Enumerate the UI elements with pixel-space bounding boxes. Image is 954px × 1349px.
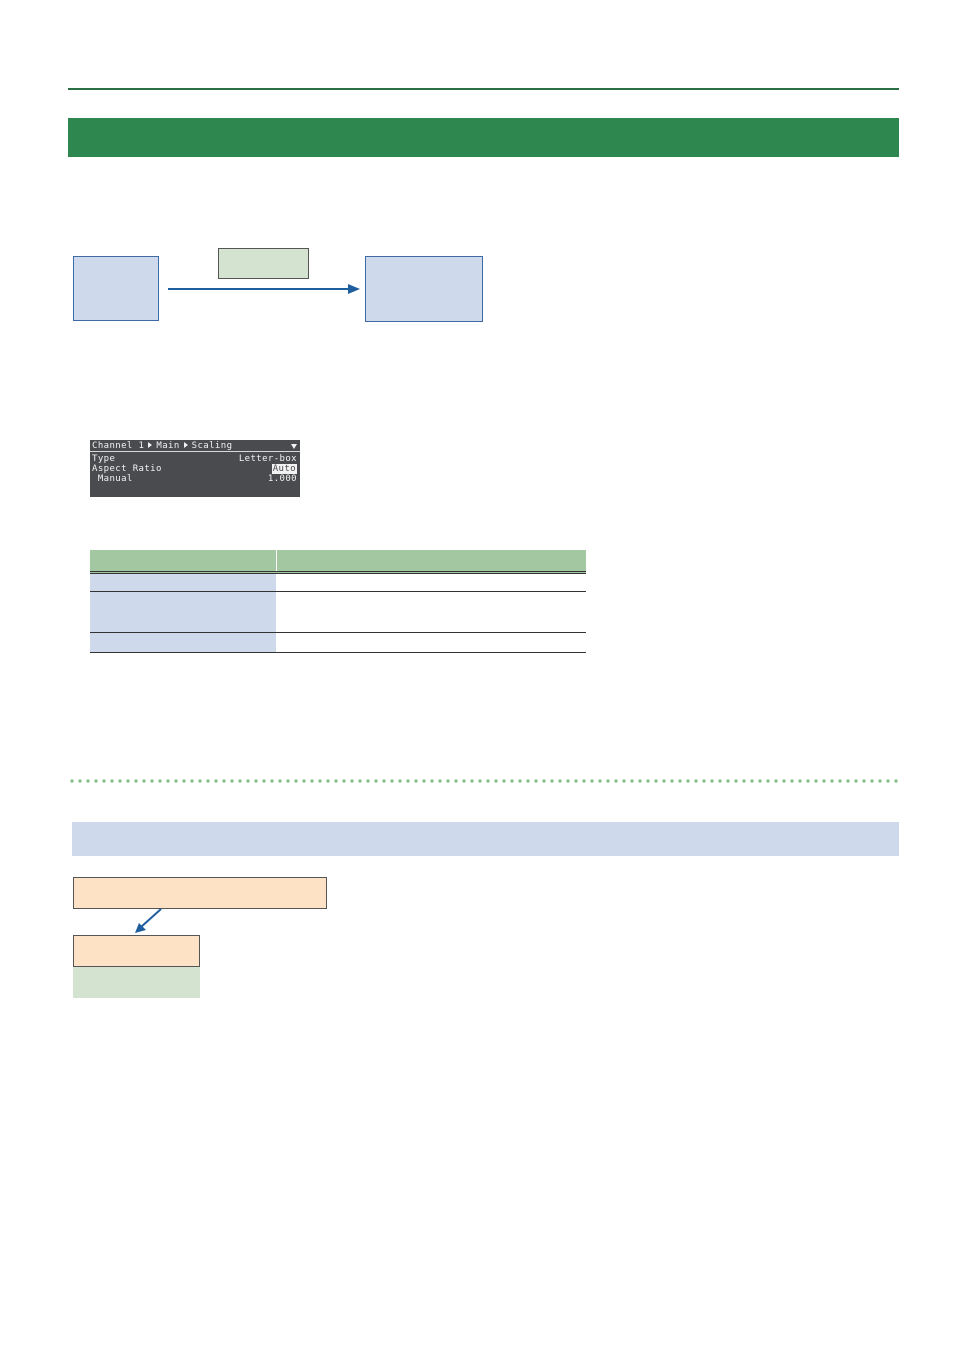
dotted-divider bbox=[68, 778, 899, 784]
lcd-row-type: Type Letter-box bbox=[92, 454, 297, 464]
top-rule bbox=[68, 88, 899, 90]
subsection-title-band bbox=[72, 822, 899, 856]
scroll-down-icon bbox=[291, 444, 297, 449]
breadcrumb-arrow-icon bbox=[148, 442, 153, 448]
flow-target-box bbox=[365, 256, 483, 322]
breadcrumb-scaling: Scaling bbox=[191, 441, 233, 451]
menu-path-box bbox=[73, 877, 327, 909]
table-row bbox=[90, 591, 586, 633]
table-cell-explanation bbox=[276, 632, 586, 653]
table-cell-explanation bbox=[276, 591, 586, 633]
flow-label-box bbox=[218, 248, 309, 279]
breadcrumb-channel: Channel 1 bbox=[92, 441, 145, 451]
table-cell-parameter bbox=[90, 572, 277, 592]
lcd-screen: Channel 1 Main Scaling Type Letter-box Asp… bbox=[90, 440, 300, 497]
lcd-breadcrumb: Channel 1 Main Scaling bbox=[92, 441, 297, 451]
table-cell-parameter bbox=[90, 632, 277, 653]
menu-value-box bbox=[73, 967, 200, 998]
section-title-banner bbox=[68, 118, 899, 157]
table-header-cell bbox=[90, 550, 277, 574]
parameter-table bbox=[90, 550, 586, 653]
flow-source-box bbox=[73, 256, 159, 321]
pointer-arrow bbox=[135, 908, 162, 933]
table-row bbox=[90, 572, 586, 592]
lcd-row-label: Aspect Ratio bbox=[92, 464, 162, 474]
flow-arrow bbox=[168, 284, 360, 294]
lcd-row-label: Type bbox=[92, 454, 116, 464]
breadcrumb-main: Main bbox=[156, 441, 180, 451]
table-cell-parameter bbox=[90, 591, 277, 633]
table-cell-explanation bbox=[276, 572, 586, 592]
lcd-row-label: Manual bbox=[92, 474, 133, 484]
breadcrumb-arrow-icon bbox=[183, 442, 188, 448]
lcd-separator bbox=[90, 451, 300, 452]
lcd-row-value: Letter-box bbox=[238, 454, 297, 464]
table-header-cell bbox=[276, 550, 586, 574]
lcd-row-aspect-ratio: Aspect Ratio Auto bbox=[92, 464, 297, 474]
menu-item-box bbox=[73, 935, 200, 967]
lcd-row-value-selected: Auto bbox=[271, 464, 297, 474]
table-row bbox=[90, 632, 586, 653]
lcd-row-manual: Manual 1.000 bbox=[92, 474, 297, 484]
table-header-row bbox=[90, 550, 586, 574]
lcd-row-value: 1.000 bbox=[267, 474, 297, 484]
